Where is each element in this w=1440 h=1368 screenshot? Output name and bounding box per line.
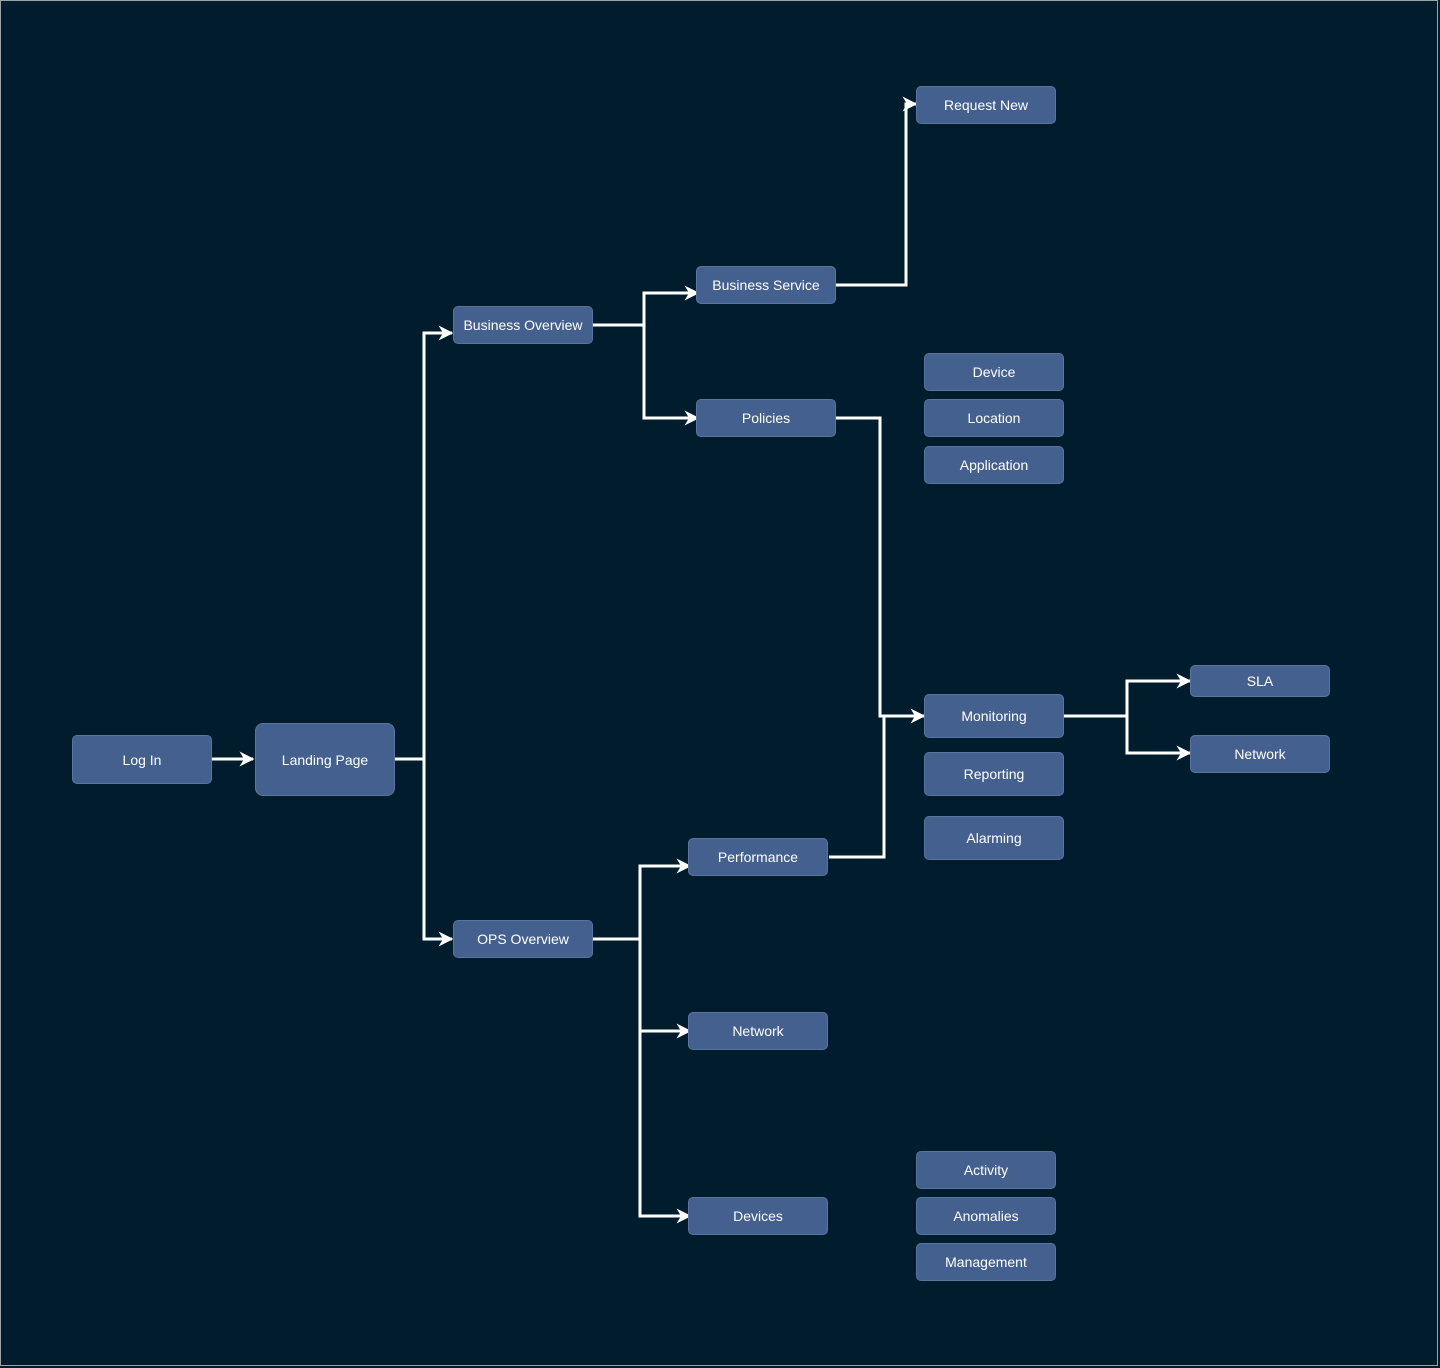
- edge-ops-overview-network: [638, 939, 692, 1039]
- edge-performance-monitoring: [829, 716, 886, 859]
- edge-landing-ops-overview: [422, 759, 454, 947]
- edge-policies-monitoring: [836, 416, 926, 724]
- edge-business-service-request-new: [836, 96, 918, 287]
- monitoring-node[interactable]: Monitoring: [924, 694, 1064, 738]
- ops-network-node[interactable]: Network: [688, 1012, 828, 1050]
- request-new-node[interactable]: Request New: [916, 86, 1056, 124]
- ops-overview-node[interactable]: OPS Overview: [453, 920, 593, 958]
- edge-business-overview-policies: [642, 325, 700, 426]
- management-node[interactable]: Management: [916, 1243, 1056, 1281]
- application-node[interactable]: Application: [924, 446, 1064, 484]
- location-node[interactable]: Location: [924, 399, 1064, 437]
- edge-landing-business-overview: [395, 325, 454, 761]
- business-service-node[interactable]: Business Service: [696, 266, 836, 304]
- edge-ops-overview-devices: [638, 939, 692, 1224]
- sla-node[interactable]: SLA: [1190, 665, 1330, 697]
- reporting-node[interactable]: Reporting: [924, 752, 1064, 796]
- log-in-node[interactable]: Log In: [72, 735, 212, 784]
- devices-node[interactable]: Devices: [688, 1197, 828, 1235]
- edge-business-overview-business-service: [593, 285, 700, 327]
- business-overview-node[interactable]: Business Overview: [453, 306, 593, 344]
- alarming-node[interactable]: Alarming: [924, 816, 1064, 860]
- edge-ops-overview-performance: [593, 858, 692, 941]
- edge-monitoring-sla: [1064, 673, 1192, 718]
- policies-node[interactable]: Policies: [696, 399, 836, 437]
- activity-node[interactable]: Activity: [916, 1151, 1056, 1189]
- monitoring-network-node[interactable]: Network: [1190, 735, 1330, 773]
- landing-page-node[interactable]: Landing Page: [255, 723, 395, 796]
- edge-monitoring-network: [1125, 716, 1192, 761]
- anomalies-node[interactable]: Anomalies: [916, 1197, 1056, 1235]
- device-node[interactable]: Device: [924, 353, 1064, 391]
- performance-node[interactable]: Performance: [688, 838, 828, 876]
